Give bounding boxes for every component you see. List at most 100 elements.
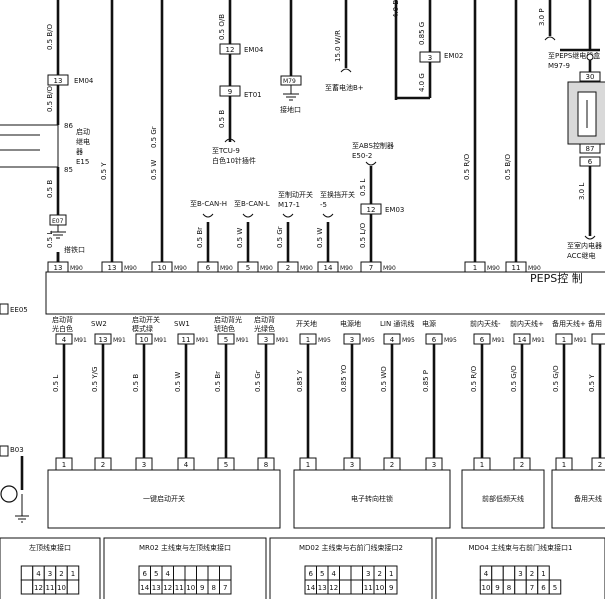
connector-pin: 4 bbox=[36, 570, 41, 578]
pin-number: 6 bbox=[480, 336, 485, 344]
pin-number: 1 bbox=[306, 336, 310, 344]
connector-pin: 14 bbox=[306, 584, 315, 592]
connector-pin: 8 bbox=[507, 584, 511, 592]
connector-label: EM02 bbox=[444, 52, 463, 60]
connector-pin: 10 bbox=[482, 584, 491, 592]
relay-label: 启动 bbox=[76, 127, 90, 136]
wire-spec: 0.5 L/O bbox=[359, 222, 367, 248]
pin-number: 1 bbox=[473, 264, 477, 272]
connector-pin: 4 bbox=[332, 570, 337, 578]
connector-label: M91 bbox=[154, 337, 167, 344]
pin-function: LIN 通讯线 bbox=[380, 319, 414, 328]
connector-pin: 12 bbox=[329, 584, 338, 592]
pin-function: 电源 bbox=[422, 319, 436, 328]
pin-function: 前内天线- bbox=[470, 319, 501, 328]
source-label: M17-1 bbox=[278, 201, 300, 209]
component-label: 一键启动开关 bbox=[143, 494, 185, 503]
wire-spec: 0.85 YO bbox=[340, 364, 348, 392]
wire-spec: 0.5 W bbox=[150, 160, 158, 180]
connector-pin: 5 bbox=[320, 570, 324, 578]
pin-number: 9 bbox=[228, 88, 232, 96]
wire-spec: 0.5 Y/G bbox=[91, 367, 99, 392]
start-switch-box bbox=[47, 469, 281, 529]
pin-function: 启动背 bbox=[254, 315, 275, 324]
connector-pin: 4 bbox=[166, 570, 171, 578]
pin-function: 光绿色 bbox=[254, 324, 275, 333]
tcu-label: 白色10针插件 bbox=[212, 156, 256, 165]
wire-spec: 0.5 B/O bbox=[504, 153, 512, 180]
connector-pin: 2 bbox=[378, 570, 382, 578]
relay-label: E15 bbox=[76, 158, 89, 166]
connector-label: EM03 bbox=[385, 206, 404, 214]
front-antenna-box bbox=[461, 469, 545, 529]
wire-spec: 0.5 WO bbox=[380, 366, 388, 392]
ground-label: E07 bbox=[52, 218, 64, 225]
connector-label: M95 bbox=[402, 337, 415, 344]
pin-number: 3 bbox=[432, 461, 436, 469]
pin-number: 3 bbox=[264, 336, 268, 344]
wire-spec: 0.5 Y bbox=[588, 374, 596, 392]
connector-title: MD04 主线束与右前门线束接口1 bbox=[468, 543, 572, 552]
connector-pin: 12 bbox=[163, 584, 172, 592]
wire-spec: 0.5 B bbox=[132, 374, 140, 392]
connector-label: M91 bbox=[532, 337, 545, 344]
pin-number: 2 bbox=[286, 264, 290, 272]
pin-number: 5 bbox=[246, 264, 250, 272]
pin-function: 电源地 bbox=[340, 319, 361, 328]
components: 一键启动开关 电子转向柱锁 前部低频天线 备用天线 bbox=[47, 469, 605, 529]
connector-pin: 3 bbox=[366, 570, 370, 578]
connector-label: M90 bbox=[300, 265, 313, 272]
connector-pin: 9 bbox=[495, 584, 499, 592]
pin-number: 7 bbox=[369, 264, 373, 272]
component-label: 电子转向柱锁 bbox=[351, 494, 393, 503]
connector-pin: 8 bbox=[212, 584, 216, 592]
connector-label: EM04 bbox=[244, 46, 264, 54]
pin-number: 4 bbox=[184, 461, 189, 469]
connector-label: M90 bbox=[260, 265, 273, 272]
abs-label: E50-2 bbox=[352, 152, 372, 160]
connector-pin: 14 bbox=[140, 584, 149, 592]
spare-antenna-box bbox=[551, 469, 605, 529]
pin-function: 备用 bbox=[588, 319, 602, 328]
wire-spec: 0.5 B/O bbox=[46, 23, 54, 50]
wire-spec: 0.5 Gr bbox=[254, 370, 262, 392]
pin-number: 4 bbox=[62, 336, 67, 344]
wire-spec: 0.5 L bbox=[359, 179, 367, 196]
pin-number: 14 bbox=[518, 336, 527, 344]
connector-label: M91 bbox=[492, 337, 505, 344]
wire-spec: 0.5 O/B bbox=[218, 14, 226, 40]
connector-title: MR02 主线束与左顶线束接口 bbox=[139, 543, 231, 552]
pin-number: 5 bbox=[224, 336, 228, 344]
steering-lock-box bbox=[293, 469, 451, 529]
connector-pin: 6 bbox=[143, 570, 148, 578]
connector-pin: 6 bbox=[541, 584, 546, 592]
connector-pin: 1 bbox=[389, 570, 393, 578]
connector-pin: 2 bbox=[530, 570, 534, 578]
pin-number: 3 bbox=[428, 54, 432, 62]
pin-function: 启动背光 bbox=[214, 315, 242, 324]
wire-spec: 0.5 W bbox=[174, 372, 182, 392]
connector-pin: 3 bbox=[518, 570, 522, 578]
connector-pin: 9 bbox=[389, 584, 393, 592]
connector-pin: 2 bbox=[59, 570, 63, 578]
connector-pin: 10 bbox=[57, 584, 66, 592]
pin-number: 5 bbox=[224, 461, 228, 469]
wire-spec: 0.5 B bbox=[46, 180, 54, 198]
pin-number: 3 bbox=[350, 336, 354, 344]
pin-number: 6 bbox=[588, 158, 593, 166]
relay-pin: 86 bbox=[64, 122, 73, 130]
relay-box bbox=[0, 124, 59, 168]
wire-spec: 0.5 B bbox=[218, 110, 226, 128]
pin-function: 模式绿 bbox=[132, 324, 153, 333]
connector-pin: 5 bbox=[154, 570, 158, 578]
connector-title: 左顶线束接口 bbox=[29, 543, 71, 552]
pin-number: 2 bbox=[390, 461, 394, 469]
ground-text: 接地口 bbox=[280, 105, 301, 114]
source-label: 至B-CAN-L bbox=[234, 200, 270, 208]
wire-spec: 0.5 R/O bbox=[470, 365, 478, 392]
pin-number: 6 bbox=[206, 264, 211, 272]
pin-function: SW1 bbox=[174, 320, 190, 328]
